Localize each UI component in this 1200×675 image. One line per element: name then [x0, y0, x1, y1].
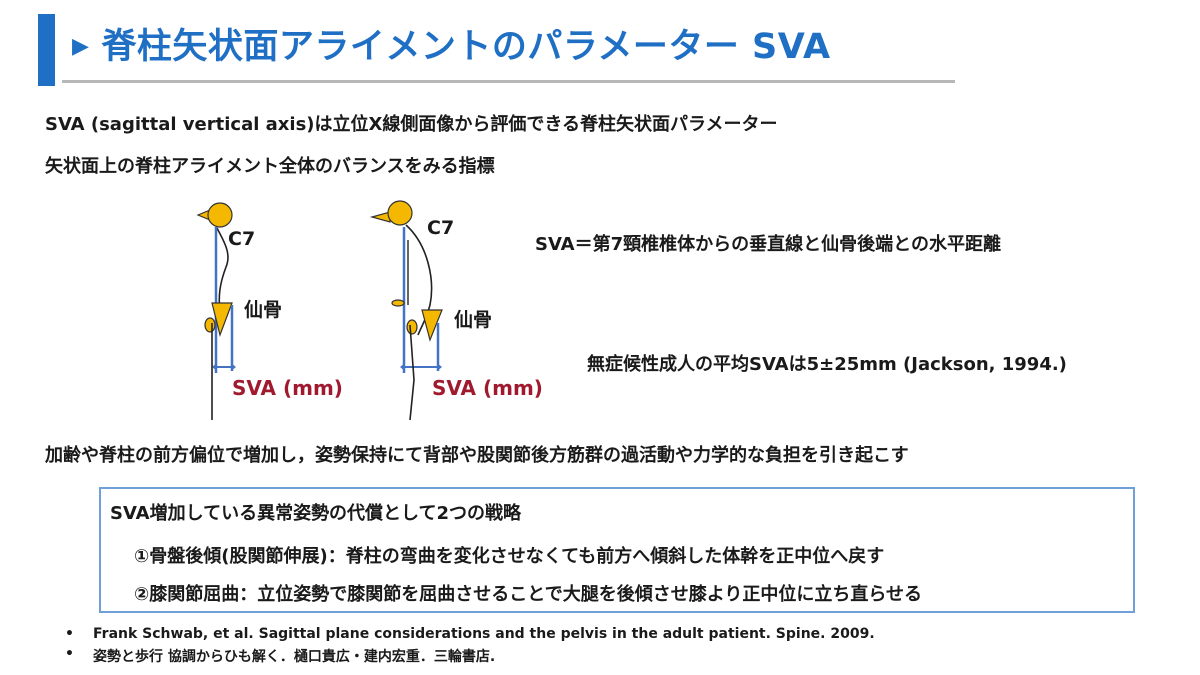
title-accent-bar [38, 14, 55, 86]
strategy-box: SVA増加している異常姿勢の代償として2つの戦略 ①骨盤後傾(股関節伸展)：脊柱… [99, 487, 1135, 613]
title-underline [62, 80, 955, 83]
references: • Frank Schwab, et al. Sagittal plane co… [65, 626, 875, 670]
page-title: ▶ 脊柱矢状面アライメントのパラメーター SVA [72, 18, 831, 69]
right-c7-label: C7 [427, 217, 455, 239]
strategy-item-2: ②膝関節屈曲：立位姿勢で膝関節を屈曲させることで大腿を後傾させ膝より正中位に立ち… [134, 584, 922, 605]
left-head [207, 202, 233, 228]
bullet-icon: • [65, 646, 74, 662]
page-title-text: 脊柱矢状面アライメントのパラメーター SVA [101, 27, 831, 67]
right-sva-label: SVA (mm) [432, 376, 543, 400]
consequence-text: 加齢や脊柱の前方偏位で増加し，姿勢保持にて背部や股関節後方筋群の過活動や力学的な… [45, 445, 909, 466]
right-beak [369, 211, 391, 223]
left-sacrum-label: 仙骨 [244, 299, 283, 321]
right-spine [405, 224, 433, 336]
upright-posture-figure [196, 202, 236, 420]
left-c7-label: C7 [228, 228, 256, 250]
bullet-icon: • [65, 626, 74, 642]
left-sva-label: SVA (mm) [232, 376, 343, 400]
strategy-heading: SVA増加している異常姿勢の代償として2つの戦略 [110, 503, 522, 524]
left-spine [216, 227, 229, 314]
title-triangle-icon: ▶ [72, 34, 90, 59]
posture-diagram [196, 200, 443, 421]
sva-definition: SVA＝第7頸椎椎体からの垂直線と仙骨後端との水平距離 [535, 234, 1001, 255]
right-femoral-head [406, 319, 418, 335]
reference-text: 姿勢と歩行 協調からひも解く．樋口貴広・建内宏重．三輪書店. [93, 649, 496, 665]
forward-lean-posture-figure [369, 200, 443, 421]
right-sacrum [421, 309, 443, 342]
right-leg [409, 324, 415, 421]
sva-figure: C7 仙骨 SVA (mm) C7 仙骨 SVA (mm) [160, 195, 560, 434]
intro-line-1: SVA (sagittal vertical axis)は立位X線側面像から評価… [45, 114, 778, 135]
left-sacrum [211, 302, 233, 338]
intro-line-2: 矢状面上の脊柱アライメント全体のバランスをみる指標 [45, 156, 495, 177]
left-femoral-head [204, 317, 216, 333]
right-head [387, 200, 413, 226]
reference-item: • 姿勢と歩行 協調からひも解く．樋口貴広・建内宏重．三輪書店. [65, 646, 875, 666]
right-hand [391, 299, 405, 307]
strategy-item-1: ①骨盤後傾(股関節伸展)：脊柱の弯曲を変化させなくても前方へ傾斜した体幹を正中位… [134, 546, 885, 567]
reference-item: • Frank Schwab, et al. Sagittal plane co… [65, 626, 875, 642]
reference-text: Frank Schwab, et al. Sagittal plane cons… [93, 626, 875, 642]
normal-sva-value: 無症候性成人の平均SVAは5±25mm (Jackson, 1994.) [587, 354, 1067, 375]
right-sacrum-label: 仙骨 [454, 309, 493, 331]
